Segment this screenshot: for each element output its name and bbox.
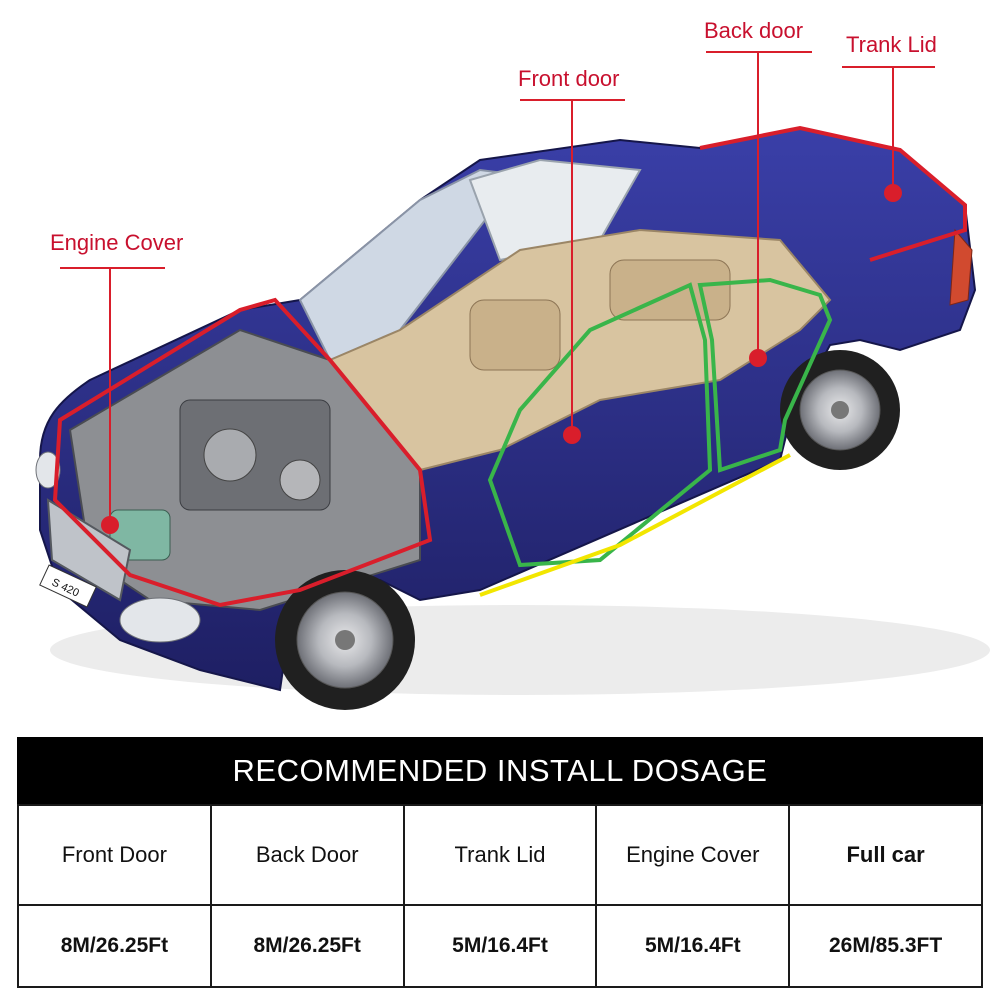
value-back-door: 8M/26.25Ft: [209, 904, 405, 988]
column-full-car: Full car: [788, 804, 983, 906]
headlight: [119, 597, 201, 643]
engine-part: [279, 459, 321, 501]
car-seal-diagram: S 420: [35, 18, 990, 710]
back-door-seal: [697, 277, 833, 473]
dosage-banner: RECOMMENDED INSTALL DOSAGE: [17, 737, 983, 804]
callout-trank-lid: Trank Lid: [846, 32, 937, 57]
sill-seal: [479, 453, 791, 597]
callout-front-door: Front door: [518, 66, 620, 91]
table-header-row: Front Door Back Door Trank Lid Engine Co…: [17, 804, 983, 906]
column-front-door: Front Door: [17, 804, 212, 906]
back-door-leader: [706, 51, 812, 367]
car-illustration: S 420: [35, 51, 990, 710]
callout-engine-cover: Engine Cover: [50, 230, 184, 255]
sunroof: [468, 158, 642, 262]
trunk-lid-leader: [842, 66, 935, 202]
callout-back-door: Back door: [704, 18, 804, 43]
column-engine-cover: Engine Cover: [595, 804, 791, 906]
value-front-door: 8M/26.25Ft: [17, 904, 212, 988]
engine-cover-leader: [60, 267, 165, 534]
value-engine-cover: 5M/16.4Ft: [595, 904, 791, 988]
tail-light: [949, 228, 973, 306]
column-back-door: Back Door: [209, 804, 405, 906]
headlight: [35, 451, 61, 489]
front-grille: [46, 498, 132, 602]
table-value-row: 8M/26.25Ft 8M/26.25Ft 5M/16.4Ft 5M/16.4F…: [17, 904, 983, 988]
trunk-lid-seal: [699, 125, 967, 262]
value-trank-lid: 5M/16.4Ft: [402, 904, 598, 988]
engine-part: [203, 428, 257, 482]
column-trank-lid: Trank Lid: [402, 804, 598, 906]
front-door-leader: [520, 99, 625, 444]
value-full-car: 26M/85.3FT: [788, 904, 983, 988]
rear-wheel: [780, 350, 900, 470]
license-plate: [39, 564, 97, 608]
front-seat: [469, 299, 561, 371]
front-door-seal: [487, 282, 713, 568]
front-wheel: [275, 570, 415, 710]
dosage-table: Front Door Back Door Trank Lid Engine Co…: [17, 804, 983, 988]
rear-seat: [609, 259, 731, 321]
engine-cover-seal: [52, 297, 433, 608]
